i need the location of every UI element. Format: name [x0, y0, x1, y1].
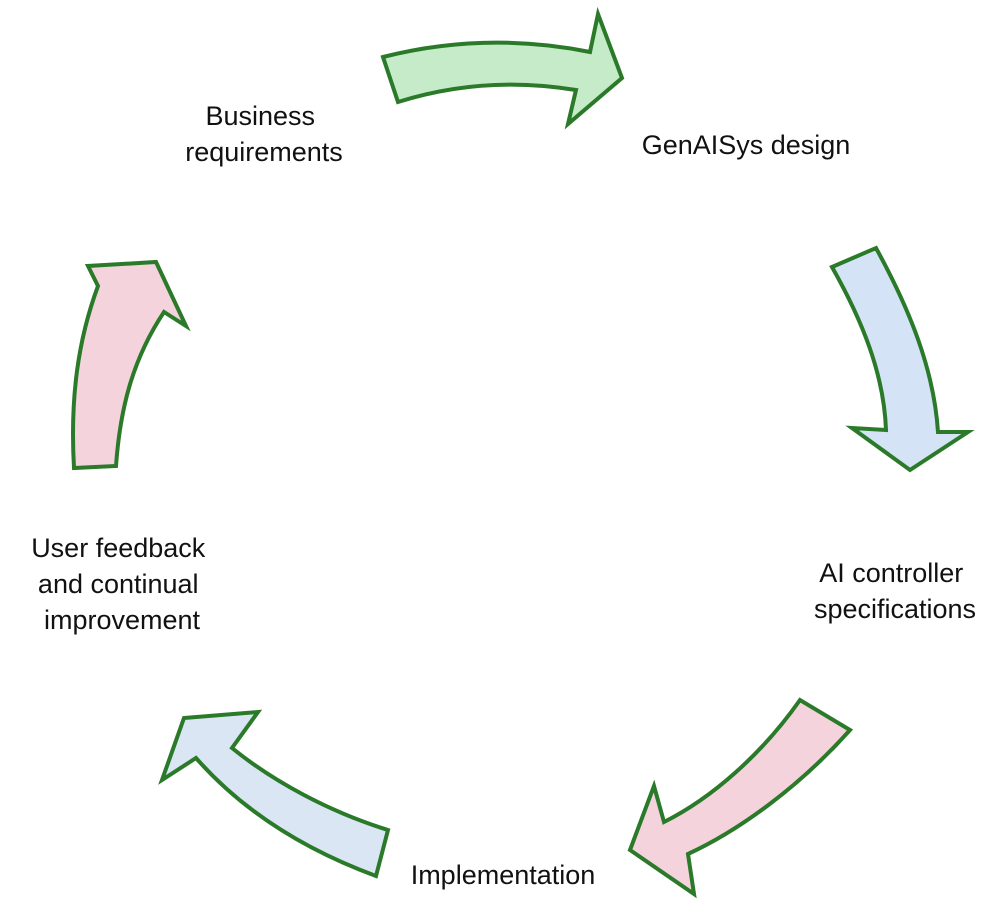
arrow-controller-to-implementation [627, 697, 854, 899]
stage-label-design: GenAISys design [642, 130, 851, 160]
stage-label-feedback-line: and continual [38, 569, 199, 599]
stage-label-feedback: User feedback and continual improvement [31, 533, 213, 635]
stage-label-business-line: requirements [185, 137, 343, 167]
arrow-business-to-design [380, 6, 625, 130]
stage-label-controller: AI controller specifications [814, 558, 976, 624]
arrow-implementation-to-feedback [158, 709, 391, 879]
stage-label-implementation-line: Implementation [411, 860, 596, 890]
stage-label-controller-line: AI controller [819, 558, 963, 588]
stage-label-implementation: Implementation [411, 860, 596, 890]
arrow-design-to-controller [829, 245, 975, 473]
stage-label-design-line: GenAISys design [642, 130, 851, 160]
stage-label-business: Business requirements [185, 101, 343, 167]
arrow-feedback-to-business [71, 259, 191, 471]
stage-label-business-line: Business [205, 101, 315, 131]
stage-label-controller-line: specifications [814, 594, 976, 624]
stage-label-feedback-line: improvement [44, 605, 201, 635]
stage-label-feedback-line: User feedback [31, 533, 206, 563]
